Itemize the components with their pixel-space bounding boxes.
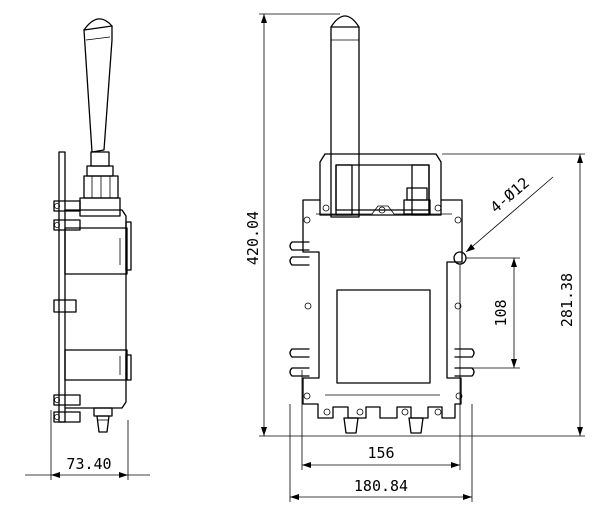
label-overall-width: 180.84 xyxy=(354,477,408,495)
side-mounting-plate xyxy=(58,151,66,423)
label-mount-holes: 4-Ø12 xyxy=(487,174,533,217)
front-view xyxy=(259,13,585,502)
label-body-height: 281.38 xyxy=(558,273,576,327)
label-hole-spacing-vertical: 108 xyxy=(492,299,510,326)
dim-total-height: 420.04 xyxy=(244,14,267,436)
side-antenna xyxy=(83,18,113,153)
dim-overall-width: 180.84 xyxy=(290,477,472,500)
side-flanges xyxy=(53,200,81,423)
front-housing xyxy=(302,199,463,419)
dim-hole-spacing-vertical: 108 xyxy=(492,258,517,368)
dim-side-depth: 73.40 xyxy=(25,455,150,478)
front-handle xyxy=(319,153,442,216)
front-screen xyxy=(336,289,431,384)
side-view xyxy=(50,18,132,480)
dim-mount-holes: 4-Ø12 xyxy=(465,174,554,253)
label-side-depth: 73.40 xyxy=(66,455,111,473)
dim-hole-spacing-horizontal: 156 xyxy=(302,444,460,468)
label-total-height: 420.04 xyxy=(244,211,262,265)
front-antenna xyxy=(330,15,360,218)
side-housing xyxy=(64,209,132,409)
front-screws xyxy=(303,204,463,416)
dim-body-height: 281.38 xyxy=(558,154,583,436)
side-connector xyxy=(79,151,121,217)
side-bottom-connector xyxy=(93,407,113,433)
front-bottom-connectors xyxy=(343,417,424,434)
label-hole-spacing-horizontal: 156 xyxy=(367,444,394,462)
